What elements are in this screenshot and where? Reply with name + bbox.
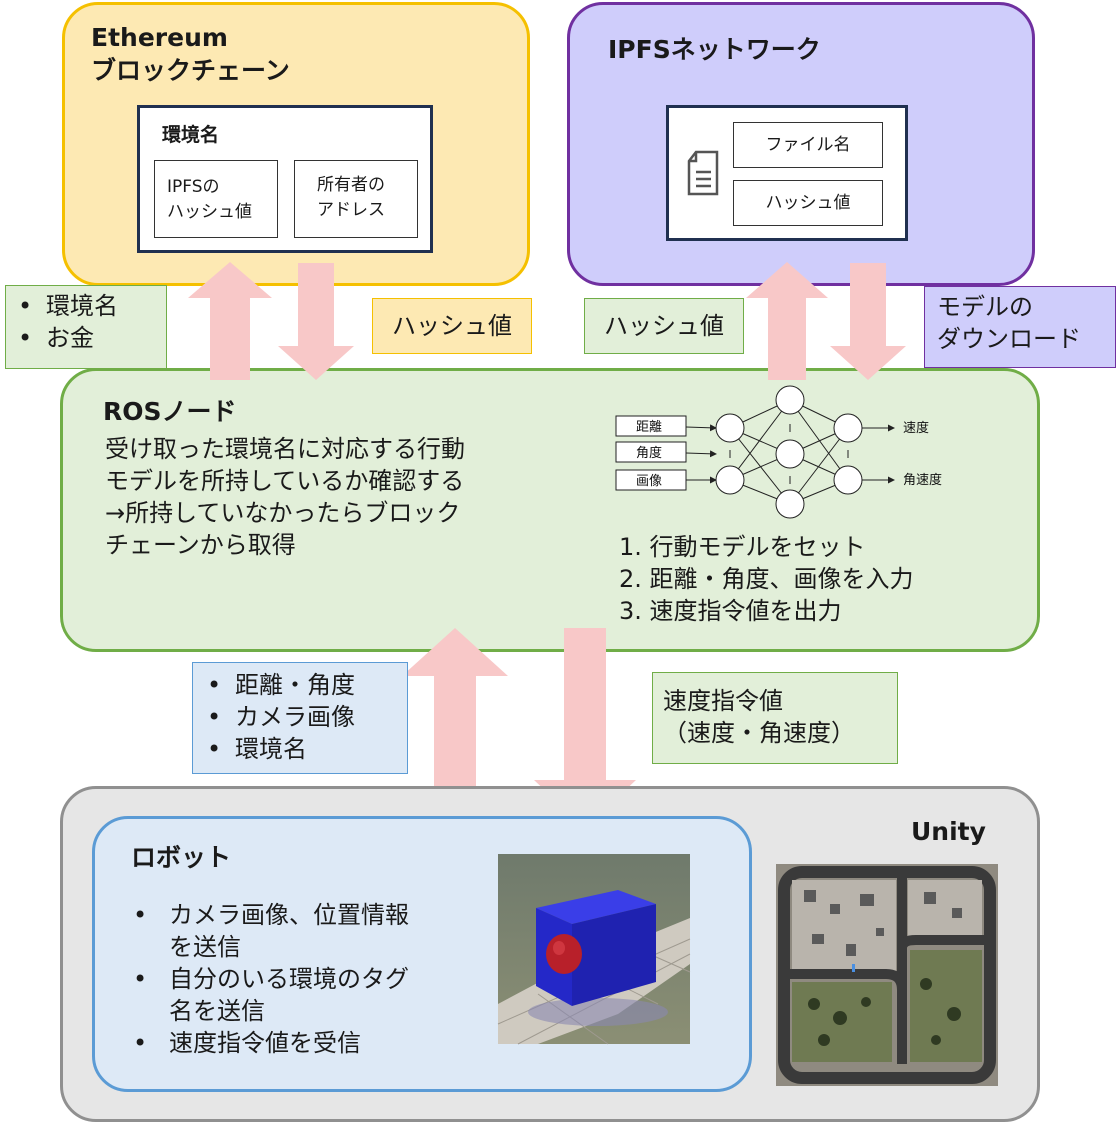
robot-tasks: •カメラ画像、位置情報 を送信 •自分のいる環境のタグ 名を送信 •速度指令値を… xyxy=(129,899,409,1059)
ipfs-file-record: ファイル名 ハッシュ値 xyxy=(666,105,908,241)
owner-address-field: 所有者の アドレス xyxy=(294,160,418,238)
ethereum-title: Ethereum ブロックチェーン xyxy=(91,23,290,85)
environment-record: 環境名 IPFSの ハッシュ値 所有者の アドレス xyxy=(137,105,433,253)
nn-output-speed: 速度 xyxy=(903,420,929,436)
arrow-up-to-chain xyxy=(188,262,272,380)
list-item: •カメラ画像、位置情報 xyxy=(133,901,409,929)
list-item: •速度指令値を受信 xyxy=(133,1029,361,1057)
ros-node-box: ROSノード 受け取った環境名に対応する行動 モデルを所持しているか確認する →… xyxy=(60,368,1040,652)
step-item: 1. 行動モデルをセット xyxy=(619,533,866,561)
nn-input-image: 画像 xyxy=(636,474,662,489)
robot-render-image xyxy=(497,854,691,1045)
arrow-up-to-ros xyxy=(402,628,508,828)
to-chain-label: 環境名 お金 xyxy=(5,285,167,369)
ipfs-network-box: IPFSネットワーク ファイル名 ハッシュ値 xyxy=(567,2,1035,286)
nn-input-angle: 角度 xyxy=(636,445,662,461)
document-icon xyxy=(687,150,719,196)
unity-map-image xyxy=(776,864,998,1086)
ros-description: 受け取った環境名に対応する行動 モデルを所持しているか確認する →所持していなか… xyxy=(105,435,465,559)
arrow-down-to-robot xyxy=(534,628,636,828)
unity-title: Unity xyxy=(911,817,986,846)
to-ipfs-hash-label: ハッシュ値 xyxy=(584,298,744,354)
from-chain-hash-label: ハッシュ値 xyxy=(372,298,532,354)
list-item: 名を送信 xyxy=(169,997,265,1025)
nn-input-distance: 距離 xyxy=(636,420,662,435)
model-download-label: モデルの ダウンロード xyxy=(924,286,1116,368)
sensor-data-label: 距離・角度 カメラ画像 環境名 xyxy=(192,662,408,774)
file-name-field: ファイル名 xyxy=(733,122,883,168)
arrow-down-from-chain xyxy=(278,263,354,380)
arrow-down-from-ipfs xyxy=(830,263,906,380)
list-item: •自分のいる環境のタグ xyxy=(133,965,409,993)
nn-output-angular-speed: 角速度 xyxy=(903,472,942,488)
ros-steps: 1. 行動モデルをセット 2. 距離・角度、画像を入力 3. 速度指令値を出力 xyxy=(619,531,914,627)
step-item: 3. 速度指令値を出力 xyxy=(619,597,842,625)
robot-title: ロボット xyxy=(131,843,232,872)
arrow-up-to-ipfs xyxy=(746,262,828,380)
step-item: 2. 距離・角度、画像を入力 xyxy=(619,565,914,593)
neural-network-diagram: 距離 角度 画像 速度 角速度 xyxy=(615,385,942,519)
ethereum-blockchain-box: Ethereum ブロックチェーン 環境名 IPFSの ハッシュ値 所有者の ア… xyxy=(62,2,530,286)
ipfs-hash-field: IPFSの ハッシュ値 xyxy=(154,160,278,238)
record-title: 環境名 xyxy=(162,124,220,146)
velocity-command-label: 速度指令値 （速度・角速度） xyxy=(652,672,898,764)
list-item: を送信 xyxy=(169,933,241,961)
hash-field: ハッシュ値 xyxy=(733,180,883,226)
ros-title: ROSノード xyxy=(103,397,237,426)
ipfs-title: IPFSネットワーク xyxy=(608,35,821,64)
